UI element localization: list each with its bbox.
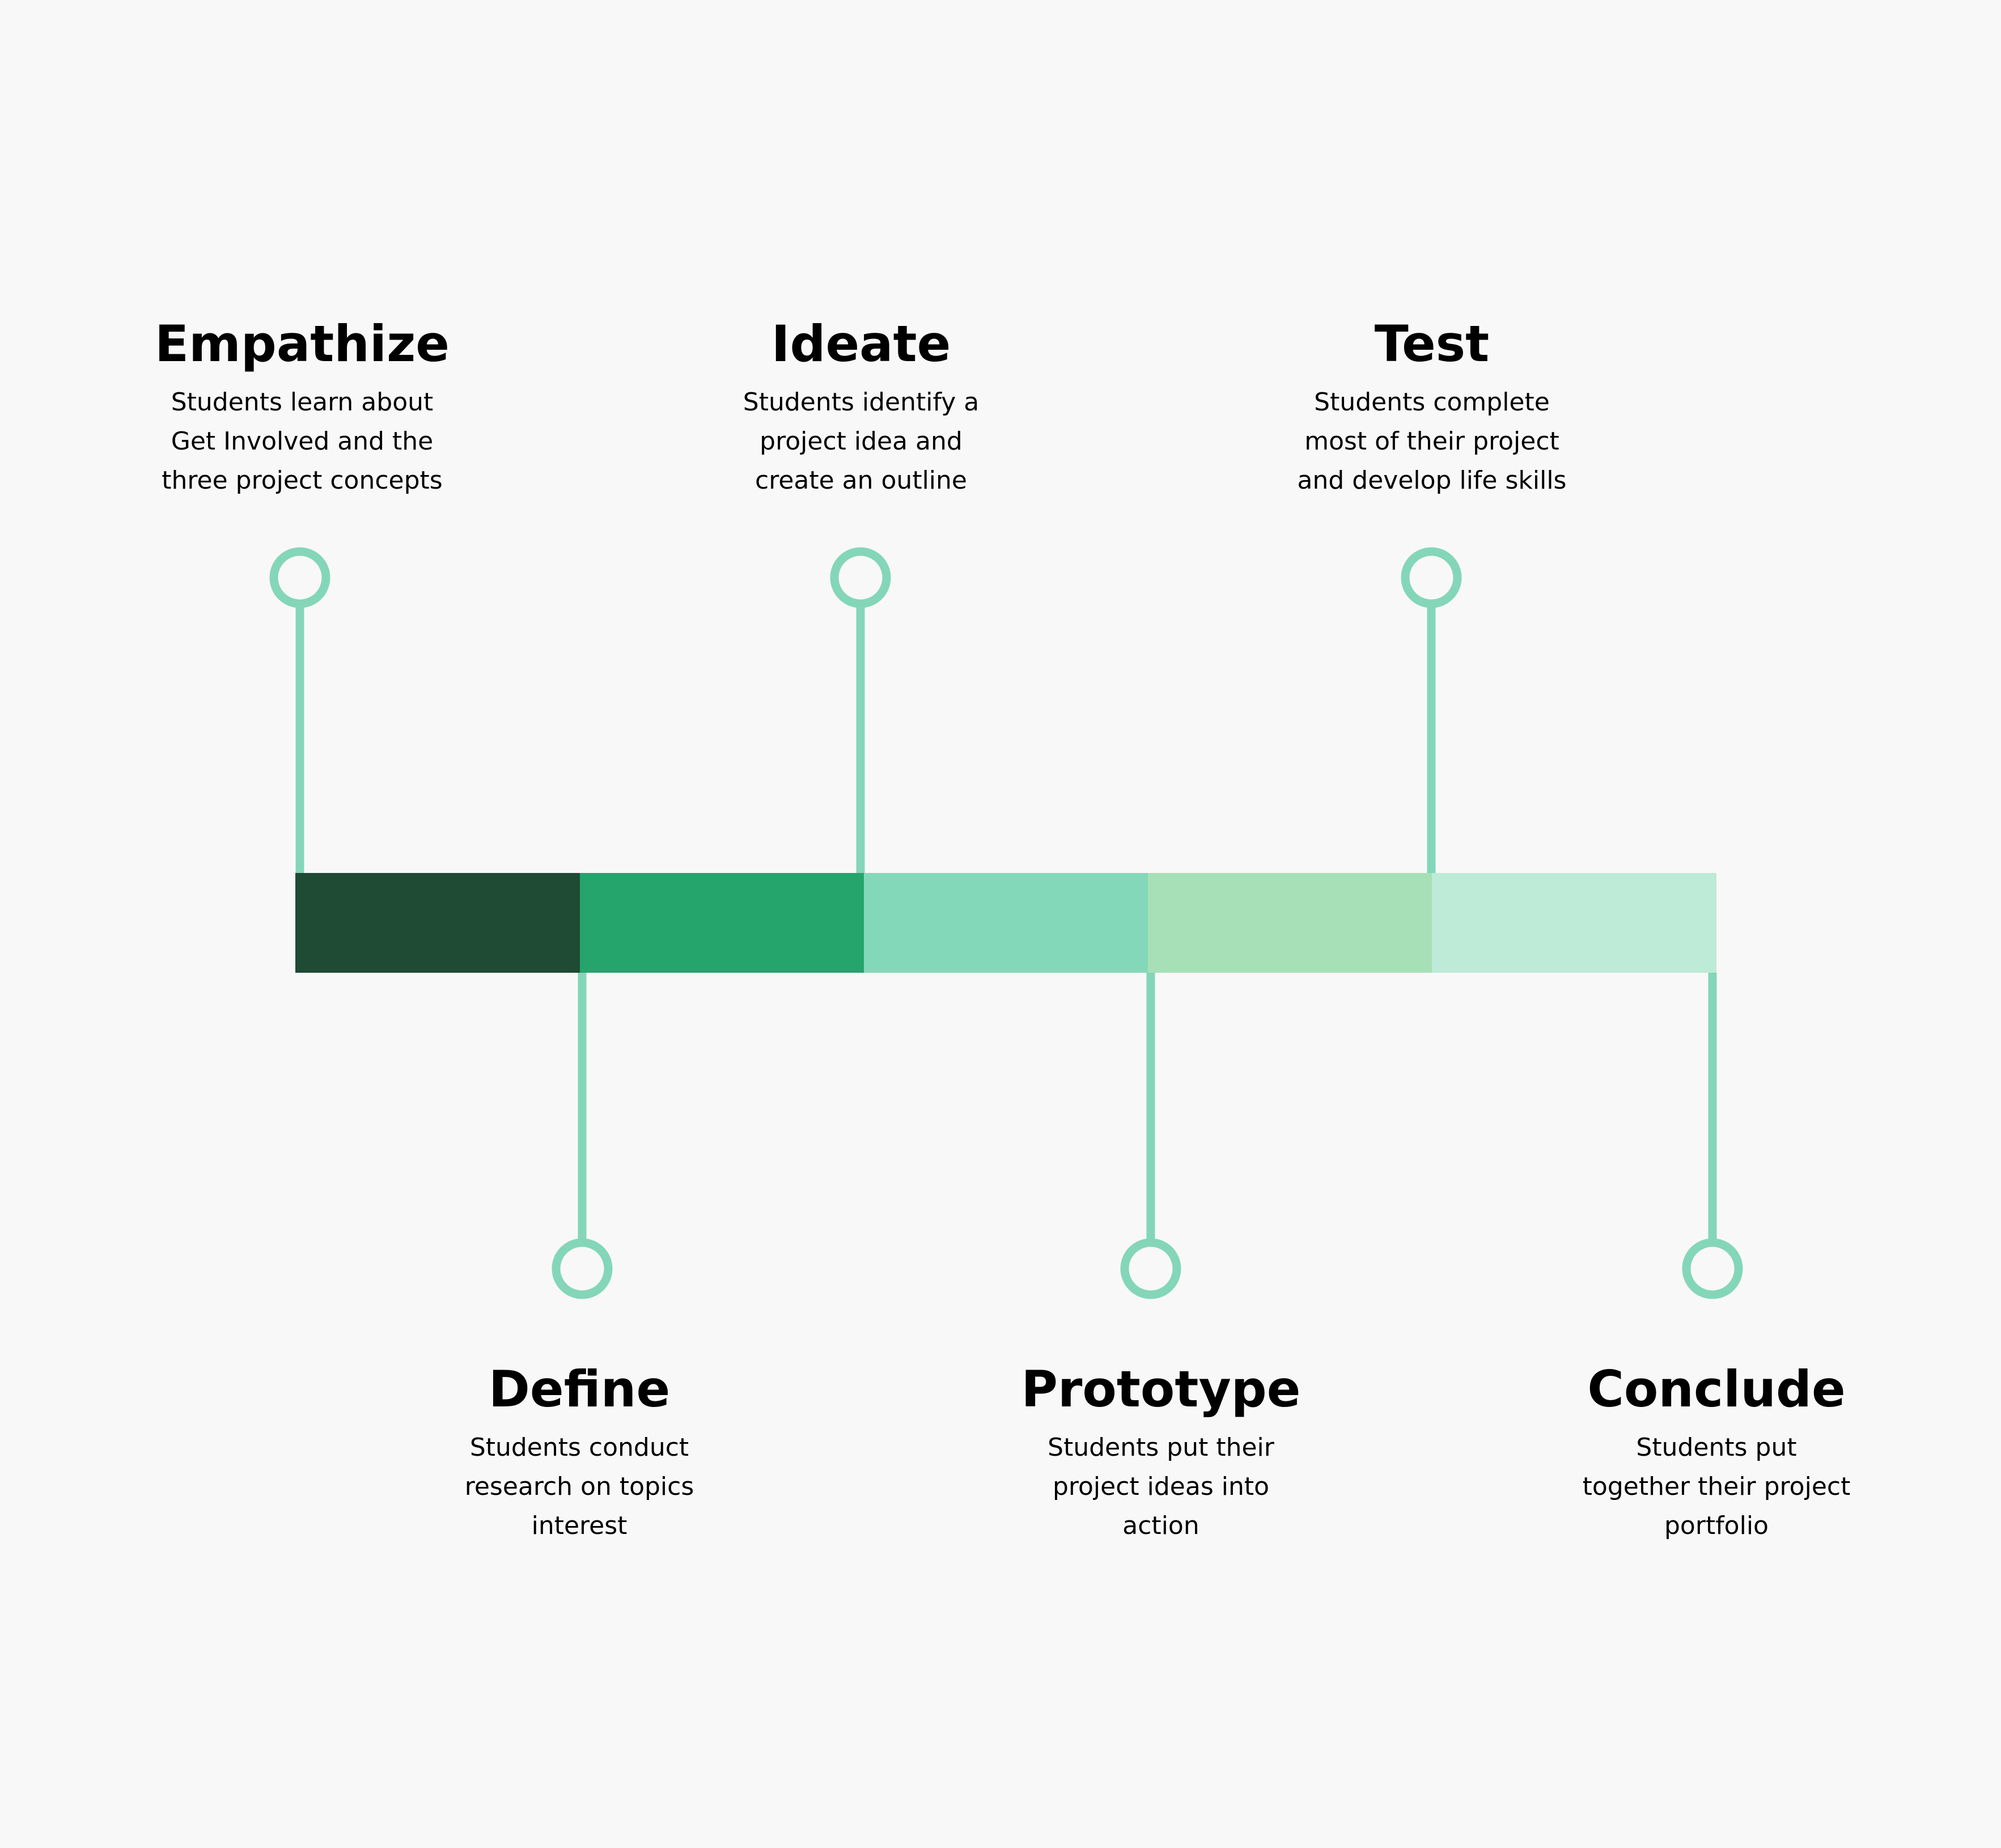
stage-description-line-2: most of their project xyxy=(1304,427,1559,456)
stage-description-line-2: together their project xyxy=(1583,1472,1851,1501)
stage-description-line-3: action xyxy=(1122,1511,1199,1540)
stage-title: Ideate xyxy=(771,315,951,373)
stage-title: Test xyxy=(1375,315,1489,373)
stage-description-line-1: Students conduct xyxy=(470,1433,689,1462)
stage-description-line-1: Students put xyxy=(1636,1433,1796,1462)
stage-description-line-3: three project concepts xyxy=(162,466,442,495)
stage-description-line-1: Students learn about xyxy=(171,388,434,417)
stage-conclude: Conclude Students put together their pro… xyxy=(1583,973,1851,1540)
stage-description-line-1: Students put their xyxy=(1048,1433,1275,1462)
stage-title: Define xyxy=(489,1360,670,1418)
timeline-bar xyxy=(295,873,1716,973)
stage-title: Empathize xyxy=(155,315,450,373)
stage-define: Define Students conduct research on topi… xyxy=(465,973,694,1540)
stage-description-line-3: create an outline xyxy=(755,466,967,495)
timeline-segment-ideate xyxy=(864,873,1148,973)
stage-description-line-2: project idea and xyxy=(760,427,963,456)
timeline-segment-empathize xyxy=(295,873,580,973)
timeline-segment-define xyxy=(580,873,864,973)
milestone-marker-icon xyxy=(269,547,330,608)
milestone-marker-icon xyxy=(830,547,891,608)
stage-ideate: Ideate Students identify a project idea … xyxy=(743,315,979,873)
stage-description-line-2: project ideas into xyxy=(1053,1472,1269,1501)
stage-description-line-3: and develop life skills xyxy=(1298,466,1567,495)
stage-title: Prototype xyxy=(1021,1360,1301,1418)
stage-empathize: Empathize Students learn about Get Invol… xyxy=(155,315,450,873)
stage-test: Test Students complete most of their pro… xyxy=(1298,315,1567,873)
milestone-marker-icon xyxy=(552,1238,613,1299)
stage-description-line-1: Students complete xyxy=(1314,388,1550,417)
timeline-segment-prototype xyxy=(1148,873,1432,973)
stage-description-line-2: research on topics xyxy=(465,1472,694,1501)
milestone-marker-icon xyxy=(1401,547,1462,608)
timeline-segment-test xyxy=(1432,873,1716,973)
stage-title: Conclude xyxy=(1587,1360,1845,1418)
stage-description-line-3: interest xyxy=(532,1511,628,1540)
milestone-marker-icon xyxy=(1682,1238,1743,1299)
stage-description-line-3: portfolio xyxy=(1664,1511,1769,1540)
milestone-marker-icon xyxy=(1120,1238,1181,1299)
stage-description-line-2: Get Involved and the xyxy=(171,427,433,456)
stage-description-line-1: Students identify a xyxy=(743,388,979,417)
stage-prototype: Prototype Students put their project ide… xyxy=(1021,973,1301,1540)
